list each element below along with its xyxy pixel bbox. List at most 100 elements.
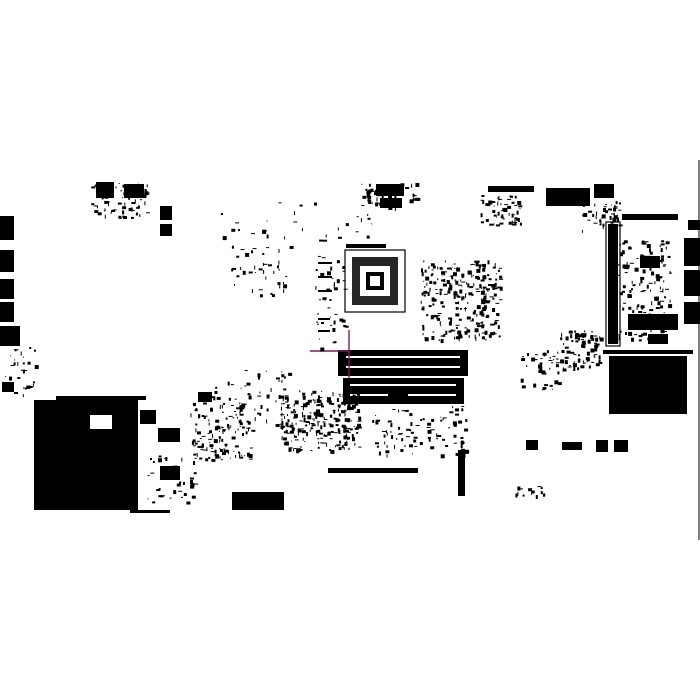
smd-pad — [131, 216, 134, 219]
smd-pad — [636, 258, 639, 260]
smd-pad — [464, 331, 468, 335]
smd-pad — [150, 472, 155, 474]
smd-pad — [452, 272, 457, 277]
smd-pad — [375, 442, 379, 445]
smd-pad — [280, 425, 284, 430]
smd-pad — [595, 337, 599, 342]
smd-pad — [147, 192, 150, 195]
smd-pad — [351, 420, 352, 422]
smd-pad — [339, 407, 340, 409]
smd-pad — [499, 278, 504, 280]
smd-pad — [603, 206, 607, 208]
connector-pad-row — [318, 318, 330, 320]
smd-pad — [652, 338, 655, 343]
smd-pad — [273, 271, 275, 274]
smd-pad — [581, 340, 586, 345]
smd-pad — [647, 338, 649, 341]
smd-pad — [377, 202, 380, 204]
smd-pad — [142, 192, 144, 194]
smd-pad — [339, 318, 344, 322]
smd-pad — [492, 266, 496, 269]
smd-pad — [316, 412, 320, 417]
smd-pad — [485, 334, 487, 336]
smd-pad — [422, 418, 425, 421]
smd-pad — [494, 320, 499, 321]
smd-pad — [142, 195, 147, 198]
smd-pad — [659, 245, 661, 248]
smd-pad — [334, 313, 338, 315]
smd-pad — [186, 501, 191, 505]
smd-pad — [15, 349, 19, 351]
smd-pad — [549, 356, 551, 359]
smd-pad — [252, 248, 257, 250]
bottom-vertical-strip — [458, 450, 465, 496]
smd-pad — [396, 437, 398, 440]
smd-pad — [665, 318, 668, 323]
smd-pad — [588, 365, 591, 369]
smd-pad — [494, 285, 495, 290]
smd-pad — [329, 449, 332, 452]
smd-pad — [286, 426, 290, 428]
smd-pad — [278, 260, 280, 265]
smd-pad — [473, 283, 475, 287]
smd-pad — [234, 445, 239, 448]
smd-pad — [147, 498, 149, 500]
smd-pad — [262, 253, 265, 255]
smd-pad — [460, 279, 462, 282]
smd-pad — [567, 366, 572, 368]
smd-pad — [460, 440, 464, 445]
smd-pad — [595, 343, 600, 346]
smd-pad — [265, 276, 267, 280]
smd-pad — [479, 311, 484, 316]
smd-pad — [319, 433, 321, 435]
smd-pad — [258, 375, 260, 380]
smd-pad — [225, 417, 228, 420]
smd-pad — [343, 429, 346, 433]
smd-pad — [448, 330, 452, 333]
smd-pad — [285, 407, 289, 409]
smd-pad — [320, 437, 324, 439]
smd-pad — [192, 439, 196, 443]
smd-pad — [433, 281, 437, 285]
smd-pad — [254, 265, 256, 270]
smd-pad — [365, 188, 368, 191]
smd-pad — [337, 236, 342, 239]
smd-pad — [123, 216, 127, 219]
smd-pad — [466, 328, 468, 330]
smd-pad — [249, 447, 253, 449]
smd-pad — [344, 442, 348, 446]
smd-pad — [239, 456, 244, 459]
smd-pad — [343, 446, 345, 450]
smd-pad — [651, 271, 655, 276]
smd-pad — [480, 287, 482, 290]
smd-pad — [244, 455, 246, 457]
smd-pad — [497, 325, 500, 330]
smd-pad — [566, 350, 571, 354]
smd-pad — [302, 406, 304, 411]
smd-pad — [318, 412, 321, 417]
smd-pad — [458, 420, 463, 424]
smd-pad — [428, 266, 430, 270]
smd-pad — [593, 222, 598, 224]
smd-pad — [248, 454, 253, 458]
smd-pad — [435, 289, 438, 290]
smd-pad — [471, 318, 474, 322]
smd-pad — [636, 269, 639, 272]
smd-pad — [578, 337, 580, 341]
smd-pad — [326, 442, 328, 447]
smd-pad — [236, 275, 240, 278]
smd-pad — [331, 414, 333, 418]
smd-pad — [493, 293, 497, 297]
smd-pad — [521, 358, 526, 361]
smd-pad — [616, 214, 618, 219]
smd-pad — [23, 387, 25, 390]
smd-pad — [464, 428, 469, 432]
smd-pad — [328, 423, 332, 425]
smd-pad — [192, 445, 196, 447]
smd-pad — [518, 488, 523, 490]
smd-pad — [462, 454, 466, 459]
smd-pad — [370, 188, 374, 192]
smd-pad — [392, 409, 396, 410]
smd-pad — [514, 218, 516, 223]
smd-pad — [574, 330, 577, 333]
